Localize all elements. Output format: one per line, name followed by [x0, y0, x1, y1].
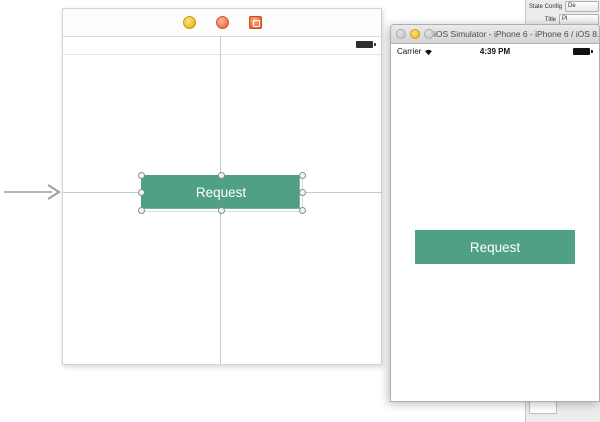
wifi-icon [425, 49, 433, 55]
inspector-object-swatch-3 [529, 401, 557, 414]
request-button[interactable]: Request [141, 175, 301, 209]
ios-simulator-window[interactable]: iOS Simulator - iPhone 6 - iPhone 6 / iO… [390, 24, 600, 402]
scene-status-bar [63, 36, 381, 55]
request-button[interactable]: Request [415, 230, 575, 264]
view-controller-icon[interactable] [182, 16, 196, 29]
zoom-icon[interactable] [424, 29, 434, 39]
simulator-window-title: iOS Simulator - iPhone 6 - iPhone 6 / iO… [434, 29, 599, 39]
request-button-label: Request [195, 184, 247, 200]
close-icon[interactable] [396, 29, 406, 39]
storyboard-canvas[interactable]: Request [62, 8, 382, 365]
simulator-screen[interactable]: Request [391, 58, 599, 401]
inspector-popup-state-config[interactable]: De [565, 1, 599, 12]
status-bar-time: 4:39 PM [479, 47, 511, 56]
initial-view-controller-arrow [4, 184, 61, 200]
minimize-icon[interactable] [410, 29, 420, 39]
simulator-title-bar[interactable]: iOS Simulator - iPhone 6 - iPhone 6 / iO… [391, 25, 599, 44]
inspector-label-title: Title [544, 16, 556, 23]
selection-bar-bottom [140, 209, 302, 211]
inspector-row-state-config[interactable]: State Config De [526, 0, 600, 13]
carrier-group: Carrier [397, 47, 433, 56]
battery-icon [356, 41, 376, 48]
battery-icon [573, 48, 593, 55]
request-button-label: Request [469, 239, 521, 255]
ios-status-bar: Carrier 4:39 PM [391, 44, 599, 59]
first-responder-icon[interactable] [215, 16, 229, 29]
exit-icon[interactable] [248, 16, 262, 29]
carrier-label: Carrier [397, 47, 422, 56]
inspector-label-state-config: State Config [528, 3, 562, 10]
window-traffic-lights[interactable] [391, 29, 434, 39]
scene-dock[interactable] [63, 9, 381, 37]
